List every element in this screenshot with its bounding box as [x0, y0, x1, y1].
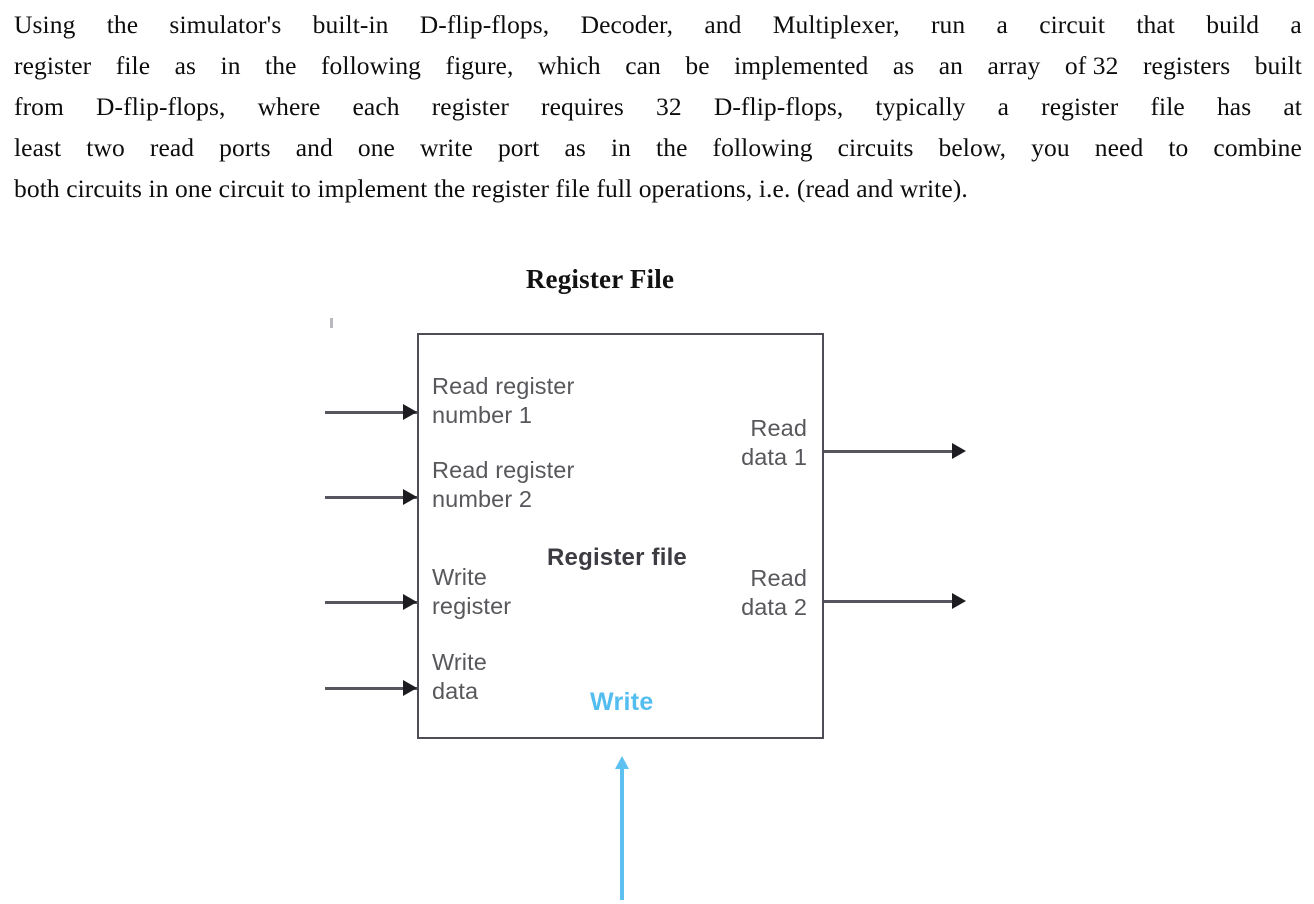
input-wire-read-register-number-2: [325, 496, 417, 499]
write-control-wire: [620, 767, 624, 900]
register-file-box: [417, 333, 824, 739]
register-file-inner-label: Register file: [547, 544, 687, 571]
register-file-figure: Register File Read register number 1 Rea…: [0, 248, 1314, 904]
input-wire-write-data: [325, 687, 417, 690]
output-arrowhead-read-data-2: [952, 593, 966, 609]
write-control-label: Write: [590, 688, 654, 716]
write-control-arrowhead: [615, 756, 629, 769]
port-label-read-register-number-2: Read register number 2: [432, 457, 575, 512]
stray-tick-mark: [330, 318, 333, 328]
port-label-write-register: Write register: [432, 564, 512, 619]
output-wire-read-data-1: [824, 450, 958, 453]
input-wire-read-register-number-1: [325, 411, 417, 414]
port-label-read-data-2: Read data 2: [741, 565, 807, 620]
input-arrowhead-write-data: [403, 680, 417, 696]
figure-title: Register File: [525, 264, 675, 294]
input-arrowhead-read-register-number-1: [403, 404, 417, 420]
output-wire-read-data-2: [824, 600, 958, 603]
port-label-read-data-1: Read data 1: [741, 415, 807, 470]
question-line-5: both circuits in one circuit to implemen…: [14, 174, 968, 203]
input-arrowhead-read-register-number-2: [403, 489, 417, 505]
port-label-read-register-number-1: Read register number 1: [432, 373, 575, 428]
input-wire-write-register: [325, 601, 417, 604]
input-arrowhead-write-register: [403, 594, 417, 610]
port-label-write-data: Write data: [432, 649, 487, 704]
output-arrowhead-read-data-1: [952, 443, 966, 459]
